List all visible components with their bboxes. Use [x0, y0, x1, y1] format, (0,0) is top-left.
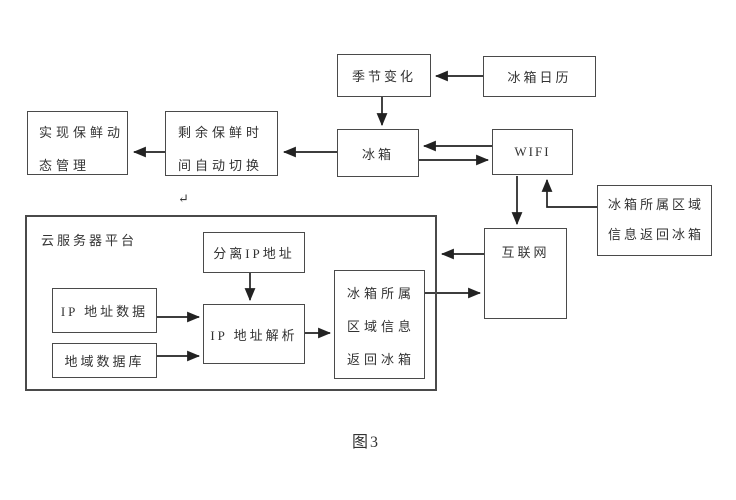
node-fridge-calendar: 冰箱日历 — [483, 56, 596, 97]
node-region-info-right: 冰箱所属区域信息返回冰箱 — [597, 185, 712, 256]
node-ip-address-data: IP 地址数据 — [52, 288, 157, 333]
node-ip-address-parse: IP 地址解析 — [203, 304, 305, 364]
cloud-platform-container: 云服务器平台 — [25, 215, 437, 391]
node-remaining-fresh-time: 剩余保鲜时间自动切换↵ — [165, 111, 278, 206]
figure-caption: 图3 — [352, 434, 381, 451]
node-region-database: 地域数据库 — [52, 343, 157, 378]
node-fridge: 冰箱 — [337, 129, 419, 177]
node-season-change: 季节变化 — [337, 54, 431, 97]
cloud-platform-label: 云服务器平台 — [41, 233, 138, 248]
node-wifi: WIFI — [492, 129, 573, 175]
node-internet: 互联网 — [484, 228, 567, 319]
node-split-ip-address: 分离IP地址 — [203, 232, 305, 273]
node-fresh-management: 实现保鲜动态管理 — [27, 111, 128, 175]
node-region-info-inner: 冰箱所属区域信息返回冰箱 — [334, 270, 425, 379]
